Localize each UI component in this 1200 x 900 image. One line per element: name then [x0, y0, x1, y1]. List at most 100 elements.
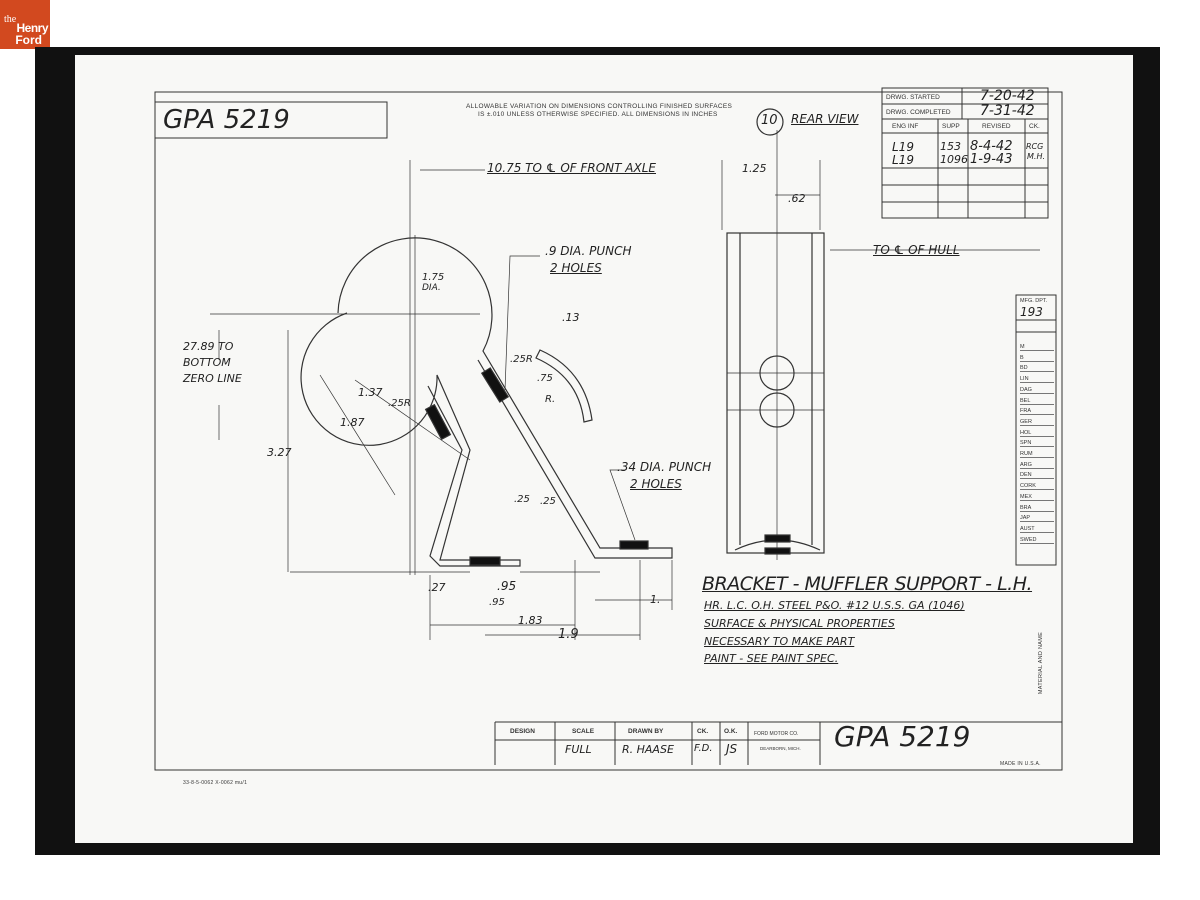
punch-note-1a: .9 DIA. PUNCH	[545, 244, 632, 258]
dim-1-83: 1.83	[518, 614, 543, 627]
mfg-country-lin: LIN	[1020, 376, 1054, 384]
drawing-number-bottom: GPA 5219	[834, 720, 971, 753]
dim-95-a: .95	[497, 579, 517, 593]
sheet-stamp: 33-8-5-0062 X-0062 mu/1	[183, 780, 248, 786]
side-note: MATERIAL AND NAME	[1038, 631, 1045, 695]
drawn-by-value: R. HAASE	[622, 743, 674, 756]
mfg-country-spn: SPN	[1020, 440, 1054, 448]
mfg-country-b: B	[1020, 355, 1054, 362]
dim-25r-b: .25R	[388, 398, 411, 409]
scale-label: SCALE	[572, 728, 595, 735]
ck-label: CK.	[697, 728, 709, 735]
started-date: 7-20-42	[980, 88, 1035, 104]
rev1-eng: L19	[892, 140, 914, 154]
zero-line-3: ZERO LINE	[183, 372, 242, 385]
note-1: SURFACE & PHYSICAL PROPERTIES	[704, 617, 895, 630]
mfg-country-ger: GER	[1020, 419, 1054, 426]
dia-value: 1.75	[422, 272, 445, 283]
dim-r: R.	[545, 394, 556, 405]
mfg-country-den: DEN	[1020, 472, 1054, 480]
rev1-ck: RCG	[1026, 142, 1044, 151]
dim-1-9: 1.9	[558, 627, 579, 642]
dim-25-a: .25	[514, 494, 530, 505]
henry-ford-logo[interactable]: the Henry Ford	[0, 0, 50, 49]
made-in-usa: MADE IN U.S.A.	[1000, 761, 1041, 767]
punch-note-2a: .34 DIA. PUNCH	[617, 460, 712, 474]
dim-75: .75	[537, 373, 553, 384]
mfg-country-cork: CORK	[1020, 483, 1054, 491]
mfg-country-bd: BD	[1020, 365, 1054, 373]
material-spec: HR. L.C. O.H. STEEL P&O. #12 U.S.S. GA (…	[704, 599, 965, 612]
header-supp: SUPP	[942, 123, 960, 130]
dimension-lines	[210, 160, 1040, 640]
mfg-country-aust: AUST	[1020, 526, 1054, 533]
view-number: 10	[761, 113, 778, 128]
mfg-dept-grid	[1015, 294, 1057, 566]
mfg-dept-label: MFG. DPT.	[1020, 298, 1048, 304]
header-eng-inf: ENG INF	[892, 123, 919, 130]
front-axle-dimension: 10.75 TO ℄ OF FRONT AXLE	[487, 161, 656, 175]
drawing-number-top: GPA 5219	[163, 105, 290, 135]
rev1-date: 8-4-42	[970, 139, 1013, 154]
rev2-supp: 1096	[940, 153, 968, 166]
mfg-country-m: M	[1020, 344, 1054, 351]
dia-label: DIA.	[422, 283, 441, 293]
note-3: PAINT - SEE PAINT SPEC.	[704, 652, 839, 665]
number-box	[154, 101, 388, 139]
logo-henry: Henry	[16, 21, 48, 35]
punch-note-2b: 2 HOLES	[630, 477, 682, 491]
drawing-sheet	[75, 55, 1133, 843]
bracket-side-view	[300, 237, 673, 567]
title-block-grid	[494, 721, 1062, 765]
bracket-rear-view	[726, 108, 825, 560]
dim-3-27: 3.27	[267, 446, 292, 459]
zero-line-2: BOTTOM	[183, 356, 231, 369]
note-2: NECESSARY TO MAKE PART	[704, 635, 855, 648]
mfg-dept-value: 193	[1020, 305, 1043, 319]
dim-1: 1.	[650, 593, 661, 606]
scale-value: FULL	[565, 743, 592, 756]
rev2-ck: M.H.	[1027, 152, 1046, 161]
punch-note-1b: 2 HOLES	[550, 261, 602, 275]
completed-label: DRWG. COMPLETED	[886, 109, 951, 116]
mfg-country-swed: SWED	[1020, 537, 1054, 544]
to-hull-label: TO ℄ OF HULL	[873, 243, 960, 257]
part-title: BRACKET - MUFFLER SUPPORT - L.H.	[702, 573, 1033, 595]
revision-block-grid	[881, 87, 1049, 219]
company-location: DEARBORN, MICH.	[760, 746, 801, 751]
view-number-circle	[756, 108, 784, 136]
dim-1-37: 1.37	[358, 386, 383, 399]
tolerance-note-1: ALLOWABLE VARIATION ON DIMENSIONS CONTRO…	[466, 103, 733, 110]
mfg-country-bel: BEL	[1020, 398, 1054, 405]
started-label: DRWG. STARTED	[886, 94, 940, 101]
view-label: REAR VIEW	[791, 112, 859, 126]
design-label: DESIGN	[510, 728, 535, 735]
mfg-country-bra: BRA	[1020, 505, 1054, 512]
mfg-country-hol: HOL	[1020, 430, 1054, 437]
completed-date: 7-31-42	[980, 103, 1035, 119]
mfg-country-fra: FRA	[1020, 408, 1054, 416]
tolerance-note-2: IS ±.010 UNLESS OTHERWISE SPECIFIED. ALL…	[478, 111, 718, 118]
ok-value: JS	[726, 742, 738, 756]
drawn-by-label: DRAWN BY	[628, 728, 664, 735]
dim-1-25: 1.25	[742, 162, 767, 175]
rev2-date: 1-9-43	[970, 152, 1013, 167]
dim-25r-a: .25R	[510, 354, 533, 365]
dim-25-b: .25	[540, 496, 556, 507]
ok-label: O.K.	[724, 728, 738, 735]
mfg-country-arg: ARG	[1020, 462, 1054, 469]
zero-line-1: 27.89 TO	[183, 340, 234, 353]
dim-27: .27	[428, 581, 446, 594]
dim-95-b: .95	[489, 597, 505, 608]
mfg-country-jap: JAP	[1020, 515, 1054, 523]
mfg-country-dag: DAG	[1020, 387, 1054, 394]
ck-value: F.D.	[694, 743, 713, 754]
rev2-eng: L19	[892, 153, 914, 167]
header-ck: CK.	[1029, 123, 1040, 130]
mfg-country-rum: RUM	[1020, 451, 1054, 458]
company-name: FORD MOTOR CO.	[754, 731, 799, 737]
dim-62: .62	[788, 192, 806, 205]
dim-1-87: 1.87	[340, 416, 365, 429]
header-revised: REVISED	[982, 123, 1011, 130]
